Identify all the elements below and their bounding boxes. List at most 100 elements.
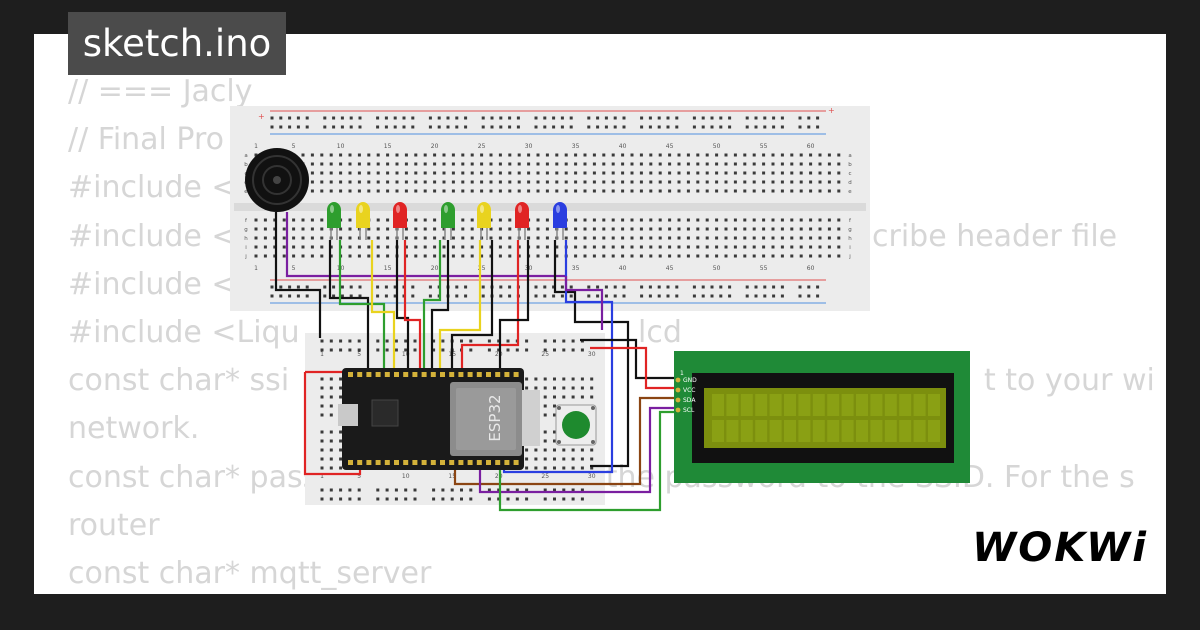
wire-black bbox=[395, 240, 410, 375]
row-letter: j bbox=[244, 254, 247, 260]
column-number: 25 bbox=[478, 143, 486, 150]
column-number: 15 bbox=[384, 143, 392, 150]
column-number: 1 bbox=[254, 265, 258, 272]
wire-black bbox=[553, 240, 630, 468]
wire-black bbox=[498, 240, 530, 375]
row-letter: j bbox=[848, 254, 851, 260]
led-yellow[interactable] bbox=[477, 202, 491, 240]
wire-green bbox=[338, 240, 386, 375]
lcd-pin-label: SDA bbox=[683, 397, 696, 404]
esp32-pins bbox=[348, 372, 519, 465]
row-letter: b bbox=[848, 162, 852, 168]
lcd-character-cells bbox=[712, 394, 940, 442]
row-letter: i bbox=[245, 245, 247, 251]
frame-right bbox=[1166, 0, 1200, 630]
esp32-board[interactable]: ESP32 bbox=[338, 368, 540, 470]
column-number: 10 bbox=[402, 473, 410, 480]
led-red[interactable] bbox=[393, 202, 407, 240]
lcd-pin-label: SCL bbox=[683, 407, 695, 414]
antenna bbox=[522, 390, 540, 446]
column-number: 30 bbox=[525, 143, 533, 150]
column-number: 35 bbox=[572, 143, 580, 150]
row-letter: e bbox=[244, 189, 248, 195]
buzzer-center bbox=[273, 176, 281, 184]
breadboard-holes bbox=[254, 116, 841, 298]
led-blue[interactable] bbox=[553, 202, 567, 240]
row-letter: a bbox=[848, 153, 851, 159]
column-number: 40 bbox=[619, 143, 627, 150]
column-number: 20 bbox=[495, 473, 503, 480]
wire-yellow bbox=[438, 240, 482, 375]
lcd-pin-label: VCC bbox=[683, 387, 695, 394]
code-text: t to your wi bbox=[984, 363, 1155, 399]
column-number: 45 bbox=[666, 265, 674, 272]
led-group[interactable] bbox=[327, 202, 567, 240]
column-number: 5 bbox=[357, 351, 361, 358]
buzzer-ring bbox=[262, 165, 292, 195]
column-number: 50 bbox=[713, 143, 721, 150]
led-red[interactable] bbox=[515, 202, 529, 240]
wire-yellow bbox=[370, 240, 396, 375]
row-letter: h bbox=[848, 236, 852, 242]
file-tab[interactable]: sketch.ino bbox=[68, 12, 286, 75]
row-letter: d bbox=[848, 180, 852, 186]
column-number: 50 bbox=[713, 265, 721, 272]
wire-purple bbox=[478, 406, 676, 494]
column-number: 15 bbox=[448, 473, 456, 480]
wire-blue bbox=[502, 240, 614, 474]
column-number: 5 bbox=[292, 143, 296, 150]
buzzer-ring bbox=[252, 155, 302, 205]
wire-black bbox=[328, 240, 370, 375]
column-number: 1 bbox=[320, 351, 324, 358]
column-number: 55 bbox=[760, 265, 768, 272]
code-line: router bbox=[68, 507, 160, 543]
row-letter: f bbox=[849, 218, 852, 224]
pushbutton-cap bbox=[562, 411, 590, 439]
wokwi-logo: WOKWi bbox=[972, 525, 1148, 571]
wire-red bbox=[460, 240, 520, 375]
led-green[interactable] bbox=[327, 202, 341, 240]
code-text: const char* ssi bbox=[68, 363, 290, 399]
column-number: 10 bbox=[402, 351, 410, 358]
column-number: 30 bbox=[588, 351, 596, 358]
wire-green bbox=[422, 240, 442, 375]
lcd-pin-label: GND bbox=[683, 377, 697, 384]
wire-black bbox=[580, 338, 676, 380]
column-number: 1 bbox=[254, 143, 258, 150]
row-letter: c bbox=[848, 171, 851, 177]
column-number: 45 bbox=[666, 143, 674, 150]
column-number: 20 bbox=[431, 265, 439, 272]
column-number: 35 bbox=[572, 265, 580, 272]
row-letter: g bbox=[244, 227, 248, 233]
column-number: 15 bbox=[384, 265, 392, 272]
row-letter: g bbox=[848, 227, 852, 233]
wires bbox=[274, 212, 676, 512]
column-number: 60 bbox=[807, 265, 815, 272]
column-number: 5 bbox=[357, 473, 361, 480]
pushbutton[interactable] bbox=[555, 404, 597, 446]
chip bbox=[371, 399, 399, 427]
row-letter: i bbox=[849, 245, 851, 251]
wire-red bbox=[590, 346, 676, 390]
main-breadboard[interactable]: 1155101015152020252530303535404045455050… bbox=[230, 106, 870, 311]
code-line: const char* ssi t to your wi bbox=[34, 357, 1166, 405]
wire-red bbox=[403, 240, 422, 375]
column-number: 20 bbox=[431, 143, 439, 150]
code-text: #include <Liqu bbox=[68, 314, 300, 350]
wire-black bbox=[450, 240, 494, 375]
code-line: network. bbox=[68, 411, 200, 447]
column-number: 1 bbox=[320, 473, 324, 480]
buzzer[interactable] bbox=[245, 148, 309, 212]
led-green[interactable] bbox=[441, 202, 455, 240]
wire-brown bbox=[453, 396, 676, 486]
code-line: #include <Liqu lcd bbox=[34, 309, 1166, 357]
column-number: 60 bbox=[807, 143, 815, 150]
led-yellow[interactable] bbox=[356, 202, 370, 240]
code-line: const char* mqtt_server bbox=[68, 555, 432, 591]
code-text: cribe header file bbox=[872, 218, 1118, 254]
mcu-label: ESP32 bbox=[486, 394, 504, 441]
column-number: 25 bbox=[541, 351, 549, 358]
code-line: // Final Pro bbox=[68, 122, 225, 158]
